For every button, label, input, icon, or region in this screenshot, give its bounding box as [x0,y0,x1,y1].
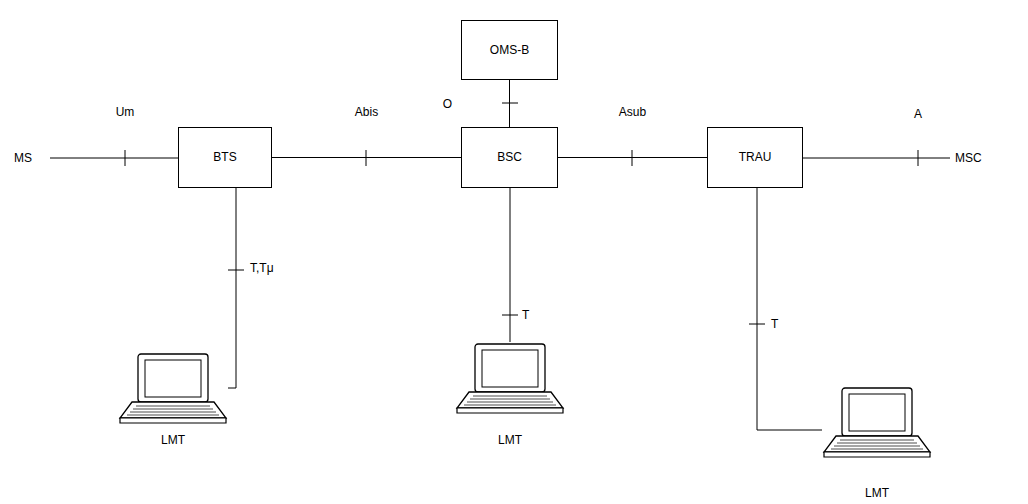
interface-label: MS [14,151,32,165]
process-box: BSC [461,127,558,188]
laptop-icon [120,354,226,423]
box-label: BTS [213,150,236,164]
interface-label: Asub [619,104,646,118]
process-box: BTS [178,127,272,188]
laptop-icon [457,344,563,413]
interface-label: LMT [865,486,889,500]
box-label: BSC [497,150,522,164]
ms-wire [50,158,178,159]
lmt-wire [228,188,236,388]
interface-label: Abis [355,104,378,118]
process-box: OMS-B [461,20,558,80]
interface-label: LMT [498,433,522,447]
interface-tick [502,315,518,316]
interface-label: T [771,317,778,331]
interface-label: Um [116,105,135,119]
lmt-wire [510,188,511,342]
lmt-wire [757,188,822,430]
interface-label: LMT [161,433,185,447]
msc-wire [803,158,950,159]
interface-link [509,80,510,127]
interface-label: MSC [955,151,982,165]
interface-tick [228,270,244,271]
box-label: TRAU [739,150,772,164]
interface-label: T [522,308,529,322]
interface-tick [125,150,126,166]
process-box: TRAU [707,127,803,188]
laptop-icon [824,388,930,457]
interface-label: T,Tμ [250,261,274,275]
interface-link [272,157,461,158]
interface-tick [749,324,765,325]
interface-label: A [914,107,922,121]
interface-label: O [443,96,452,110]
interface-tick [918,150,919,166]
interface-link [558,157,707,158]
box-label: OMS-B [490,43,529,57]
